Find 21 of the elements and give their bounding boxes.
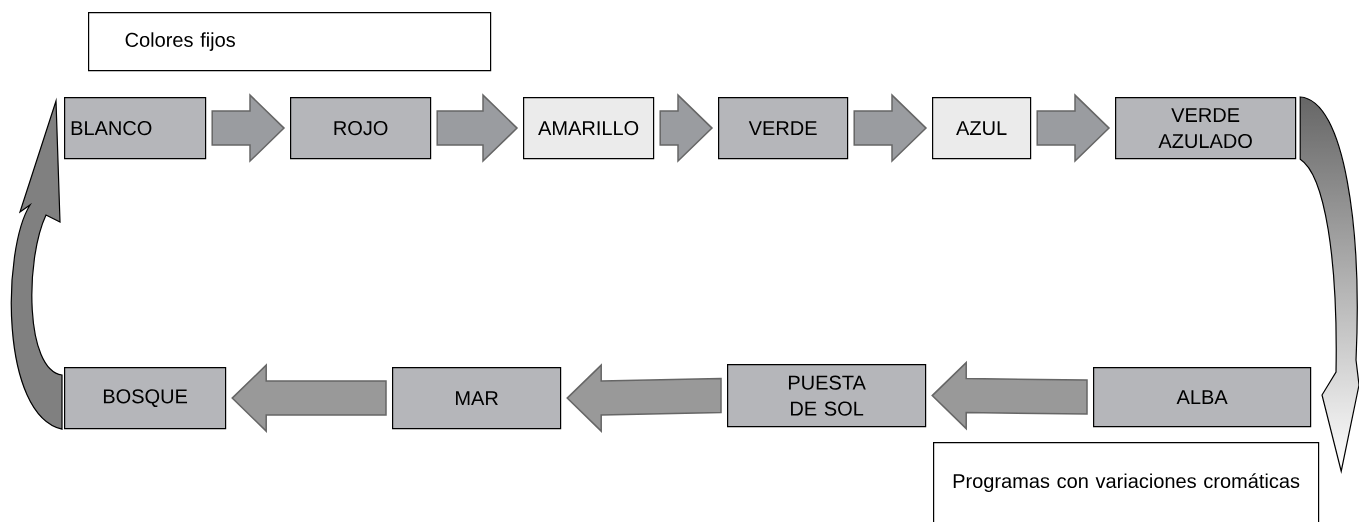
color-box: ROJO	[290, 97, 432, 160]
color-box: AMARILLO	[523, 97, 655, 160]
color-box: BLANCO	[64, 97, 207, 160]
block-arrow	[853, 93, 928, 163]
block-arrow	[231, 363, 387, 433]
color-box: AZUL	[932, 97, 1032, 160]
note-box: Programas con variaciones cromáticas	[933, 442, 1320, 522]
color-box: PUESTA DE SOL	[727, 364, 927, 428]
color-box: VERDE	[718, 97, 849, 160]
block-arrow	[566, 363, 722, 433]
note-box: Colores fijos	[88, 12, 492, 72]
block-arrow	[659, 93, 714, 163]
color-box: ALBA	[1093, 367, 1312, 428]
block-arrow	[436, 93, 519, 163]
curved-arrow	[1299, 96, 1359, 472]
color-box: BOSQUE	[64, 367, 227, 430]
block-arrow	[211, 93, 286, 163]
color-box: VERDE AZULADO	[1115, 97, 1297, 160]
block-arrow	[931, 360, 1088, 431]
color-box: MAR	[392, 367, 562, 430]
block-arrow	[1036, 93, 1111, 163]
